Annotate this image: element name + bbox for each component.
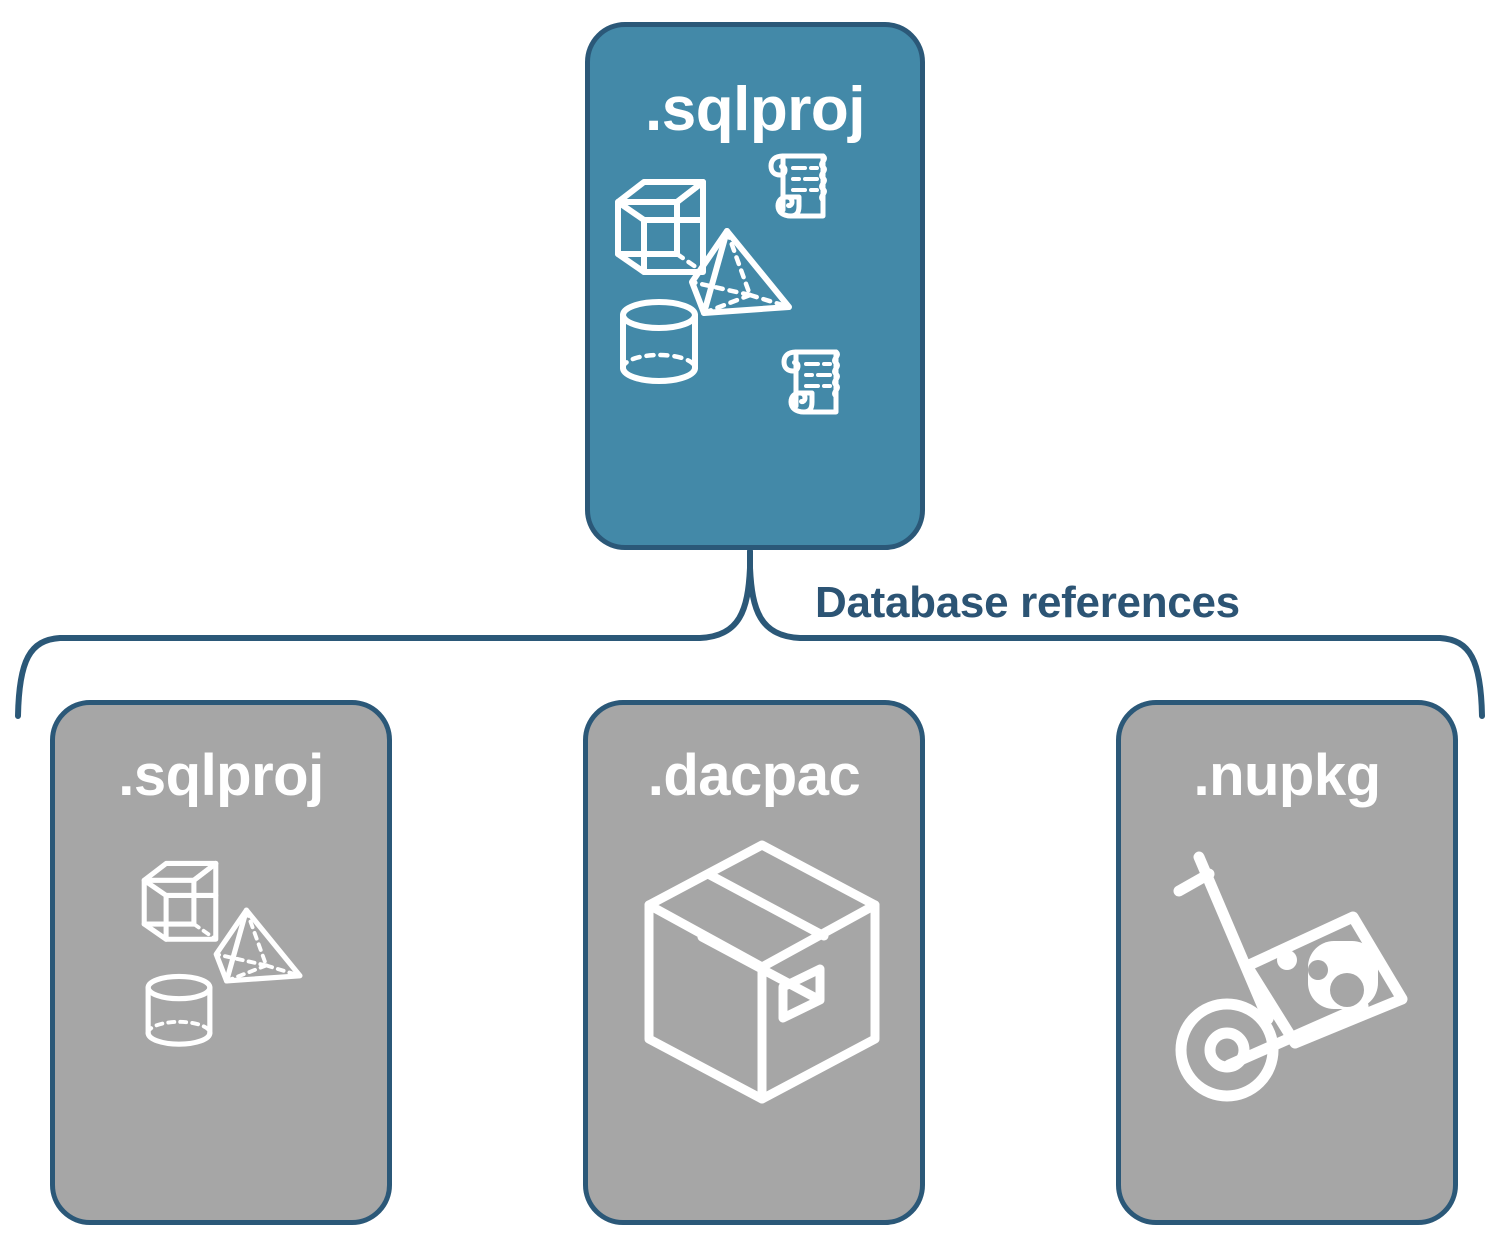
wireframe-cube-icon xyxy=(615,179,706,275)
wireframe-pyramid-icon xyxy=(689,228,792,316)
wireframe-cylinder-icon xyxy=(620,299,698,384)
node-card-ref-sqlproj[interactable]: .sqlproj xyxy=(50,700,392,1225)
node-title: .sqlproj xyxy=(645,75,865,144)
hand-truck-package-icon xyxy=(1173,851,1408,1102)
node-icon-area xyxy=(1121,805,1453,1220)
node-title: .nupkg xyxy=(1193,743,1381,808)
node-icon-area xyxy=(55,805,387,1220)
bracket-label: Database references xyxy=(815,578,1240,627)
shipping-box-icon xyxy=(644,840,880,1104)
scroll-script-icon xyxy=(768,153,827,219)
node-icon-area xyxy=(588,805,920,1220)
node-card-ref-dacpac[interactable]: .dacpac xyxy=(583,700,925,1225)
node-icon-area xyxy=(590,141,920,545)
wireframe-cube-icon xyxy=(141,860,219,942)
wireframe-cylinder-icon xyxy=(145,973,213,1047)
node-card-ref-nupkg[interactable]: .nupkg xyxy=(1116,700,1458,1225)
wireframe-pyramid-icon xyxy=(213,907,303,984)
scroll-script-icon xyxy=(781,349,840,415)
node-title: .sqlproj xyxy=(118,743,324,808)
node-card-root-sqlproj[interactable]: .sqlproj xyxy=(585,22,925,550)
node-title: .dacpac xyxy=(647,743,861,808)
